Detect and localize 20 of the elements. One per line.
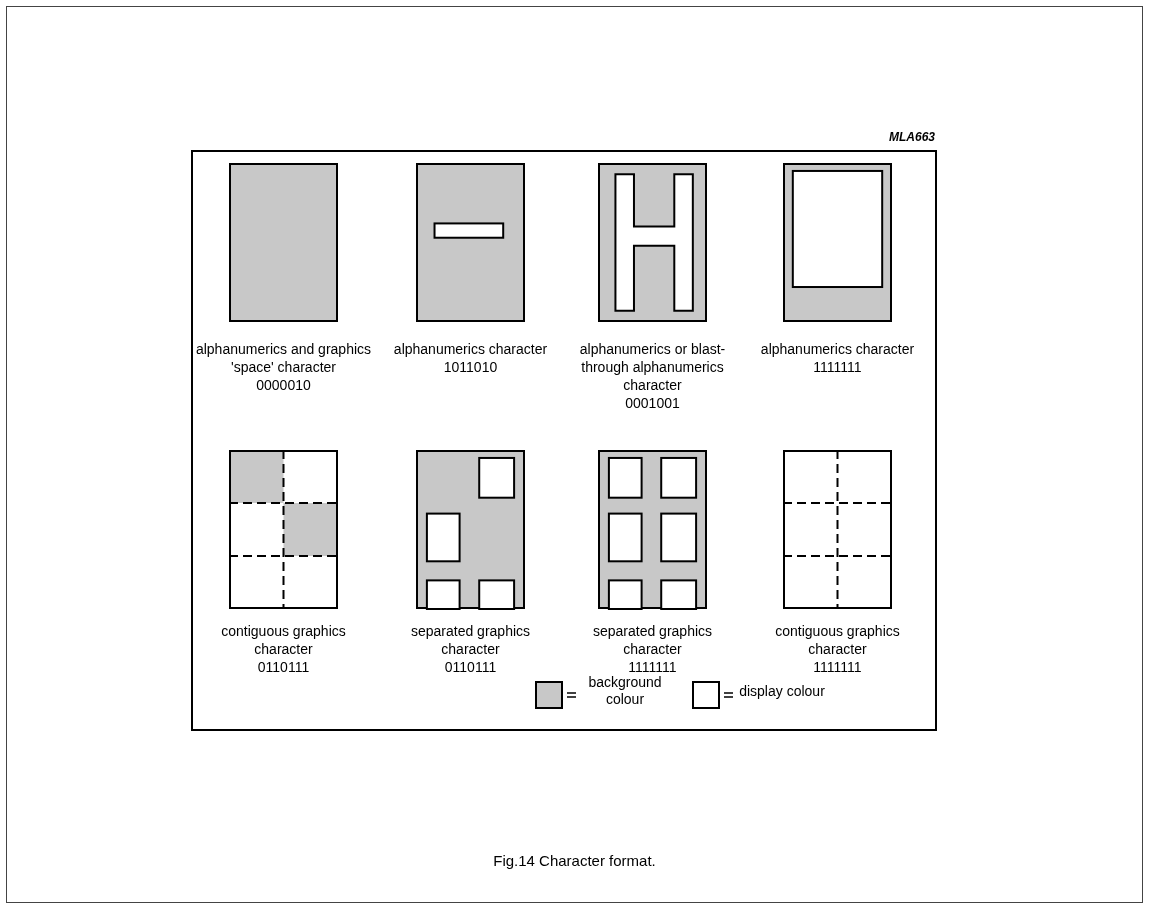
character-description: alphanumerics and graphics 'space' character <box>194 340 373 376</box>
character-code: 0110111 <box>257 658 310 676</box>
figure-code: MLA663 <box>889 129 935 146</box>
character-code: 0001001 <box>625 394 680 412</box>
figure-caption: Fig.14 Character format. <box>493 852 656 869</box>
character-description: separated graphics character <box>591 622 714 658</box>
character-description: separated graphics character <box>409 622 532 658</box>
character-code: 0110111 <box>444 658 497 676</box>
character-code: 1111111 <box>628 658 677 676</box>
legend-text: display colour <box>738 682 826 700</box>
character-description: alphanumerics character <box>393 340 548 358</box>
character-code: 1011010 <box>443 358 498 376</box>
character-code: 0000010 <box>256 376 311 394</box>
character-description: alphanumerics or blast-through alphanumerics character <box>578 340 727 394</box>
legend-text: background colour <box>587 674 663 708</box>
character-code: 1111111 <box>813 658 862 676</box>
character-description: contiguous graphics character <box>774 622 901 658</box>
character-description: contiguous graphics character <box>220 622 347 658</box>
character-description: alphanumerics character <box>760 340 915 358</box>
character-code: 1111111 <box>813 358 862 376</box>
